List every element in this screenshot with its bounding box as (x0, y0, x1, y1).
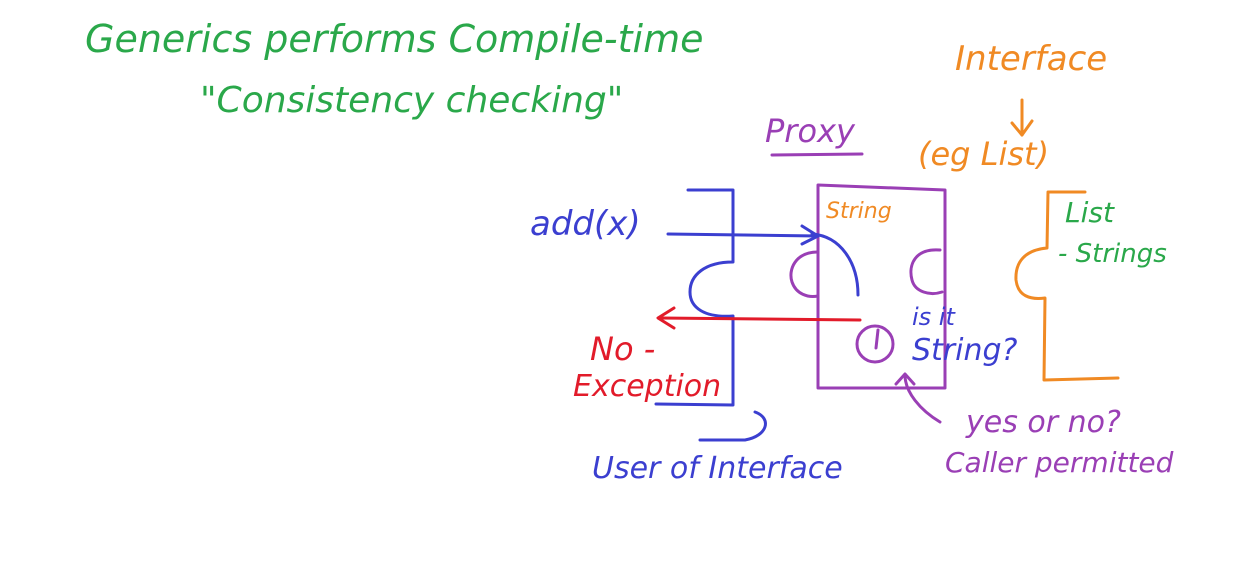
heading-line-1: Generics performs Compile-time (85, 17, 703, 61)
exception-line-2: Exception (573, 369, 721, 404)
interface-example: (eg List) (918, 135, 1049, 173)
list-label-2: - Strings (1058, 239, 1167, 269)
interface-title: Interface (955, 39, 1107, 79)
user-pointer-icon (698, 410, 767, 442)
check-text-2: String? (912, 333, 1018, 368)
forward-curve-icon (810, 232, 860, 297)
exception-arrow-icon (656, 306, 862, 330)
proxy-label: Proxy (765, 112, 856, 150)
add-call-label: add(x) (530, 204, 641, 244)
decision-arrow-icon (894, 372, 942, 424)
down-arrow-icon (1010, 98, 1034, 137)
caller-bracket (654, 188, 735, 407)
proxy-string-type: String (826, 199, 892, 224)
call-arrow-icon (666, 224, 820, 246)
user-of-interface-label: User of Interface (592, 451, 843, 486)
exception-line-1: No - (590, 330, 655, 368)
proxy-right-socket (909, 248, 944, 295)
list-label-1: List (1065, 196, 1115, 229)
heading-line-2: "Consistency checking" (200, 80, 623, 121)
proxy-underline (770, 152, 864, 157)
decision-text-2: Caller permitted (945, 446, 1174, 479)
list-bracket (1014, 190, 1120, 382)
proxy-left-socket (789, 250, 820, 298)
check-text-1: is it (912, 303, 956, 331)
decision-text-1: yes or no? (965, 405, 1121, 440)
checker-icon (855, 324, 895, 364)
